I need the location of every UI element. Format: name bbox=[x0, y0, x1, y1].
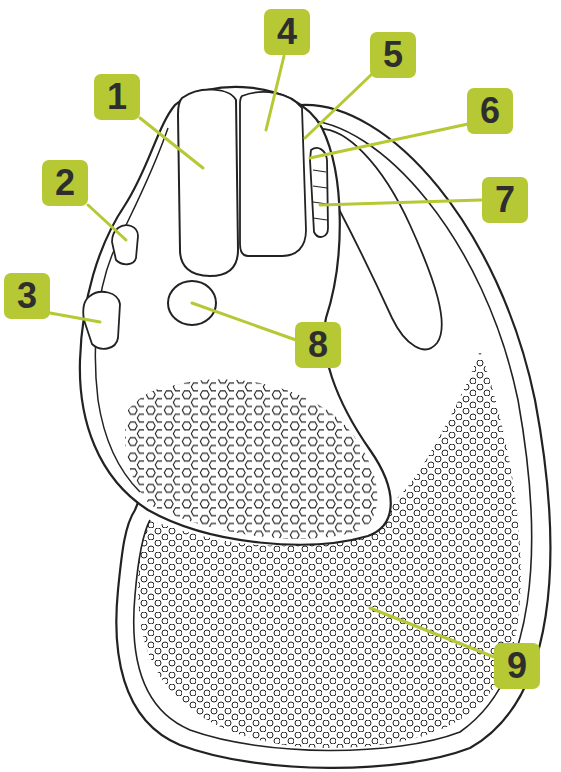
callout-badge: 8 bbox=[295, 322, 341, 368]
leader-line bbox=[310, 124, 468, 158]
callout-number: 5 bbox=[383, 37, 403, 73]
leader-line bbox=[88, 205, 126, 240]
leader-line bbox=[50, 313, 100, 322]
callout-number: 2 bbox=[55, 165, 75, 201]
callout-badge: 3 bbox=[4, 273, 50, 319]
callout-badge: 2 bbox=[42, 160, 88, 206]
callout-number: 9 bbox=[507, 648, 527, 684]
callout-number: 1 bbox=[107, 79, 127, 115]
callout-badge: 9 bbox=[494, 643, 540, 689]
leader-line bbox=[370, 608, 494, 657]
callout-badge: 4 bbox=[264, 9, 310, 55]
callout-badge: 1 bbox=[94, 74, 140, 120]
leader-line bbox=[140, 118, 203, 168]
callout-badge: 7 bbox=[482, 177, 528, 223]
leader-line bbox=[192, 303, 296, 340]
leader-line bbox=[305, 74, 372, 138]
callout-number: 3 bbox=[17, 278, 37, 314]
leader-lines bbox=[50, 56, 494, 657]
callout-number: 7 bbox=[495, 182, 515, 218]
leader-line bbox=[320, 200, 481, 205]
callout-number: 6 bbox=[480, 93, 500, 129]
callout-badge: 5 bbox=[370, 32, 416, 78]
callout-number: 8 bbox=[308, 327, 328, 363]
callout-badge: 6 bbox=[467, 88, 513, 134]
callout-number: 4 bbox=[277, 14, 297, 50]
leader-line bbox=[266, 56, 284, 130]
